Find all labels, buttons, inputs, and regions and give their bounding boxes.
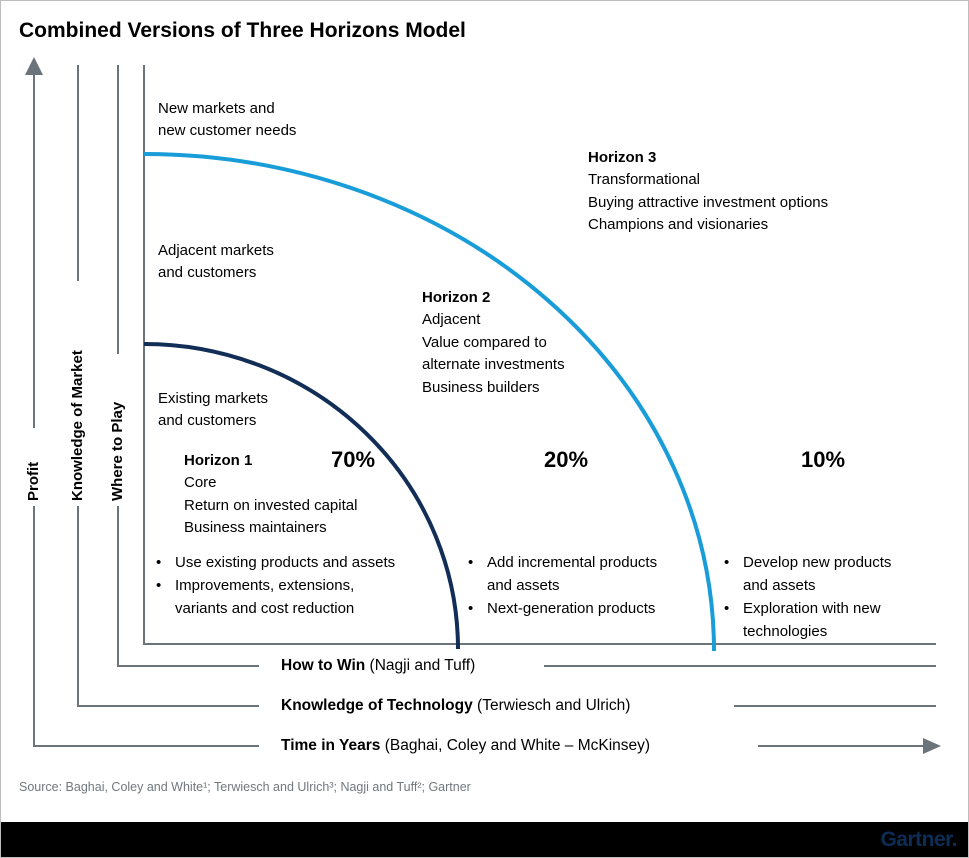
horizon3-title: Horizon 3	[588, 149, 657, 166]
page-title: Combined Versions of Three Horizons Mode…	[19, 19, 466, 42]
x-axis-bold-text: Knowledge of Technology	[281, 697, 473, 714]
source-note: Source: Baghai, Coley and White¹; Terwie…	[19, 780, 471, 794]
knowledge-market-axis-lower-line	[77, 506, 259, 707]
x-axis-label-knowledge-of-technology: Knowledge of Technology (Terwiesch and U…	[281, 697, 630, 715]
horizon1-description: Core Return on invested capital Business…	[184, 474, 358, 536]
bullet-icon: •	[156, 554, 162, 571]
horizon1-percent: 70%	[331, 447, 376, 472]
label-adjacent-markets: Adjacent markets and customers	[158, 242, 274, 281]
y-axis-label-knowledge-of-market: Knowledge of Market	[69, 350, 86, 501]
x-axis-bold-text: Time in Years	[281, 737, 381, 754]
horizon2-description: Adjacent Value compared to alternate inv…	[422, 311, 565, 396]
label-new-markets: New markets and new customer needs	[158, 100, 297, 139]
bullet-icon: •	[468, 554, 474, 571]
y-axis-label-profit: Profit	[25, 461, 42, 501]
gartner-logo: Gartner.	[880, 828, 957, 851]
x-axis-bold-text: How to Win	[281, 657, 366, 674]
bullet-icon: •	[724, 600, 730, 617]
y-axis-label-where-to-play: Where to Play	[109, 401, 126, 501]
horizon3-percent: 10%	[801, 447, 846, 472]
profit-axis-lower-line	[33, 506, 259, 747]
horizon2-bullet-list: • Add incremental products and assets • …	[468, 551, 698, 620]
list-item: • Next-generation products	[468, 597, 698, 620]
x-axis-label-time-in-years: Time in Years (Baghai, Coley and White –…	[281, 737, 650, 755]
list-item: • Add incremental products and assets	[468, 551, 698, 597]
list-item: • Exploration with new technologies	[724, 597, 944, 643]
x-axis-rest-text: (Baghai, Coley and White – McKinsey)	[380, 737, 651, 754]
bullet-icon: •	[468, 600, 474, 617]
x-axis-rest-text: (Nagji and Tuff)	[365, 657, 476, 674]
list-item: • Develop new products and assets	[724, 551, 944, 597]
horizon1-block: Horizon 1 Core Return on invested capita…	[184, 450, 357, 540]
horizon2-block: Horizon 2 Adjacent Value compared to alt…	[422, 287, 565, 399]
horizon3-bullet-list: • Develop new products and assets • Expl…	[724, 551, 944, 643]
horizon1-curve	[143, 342, 460, 650]
bullet-icon: •	[156, 577, 162, 594]
up-arrow-icon	[25, 57, 43, 75]
horizon1-bullet-list: • Use existing products and assets • Imp…	[156, 551, 456, 620]
horizon3-curve	[143, 152, 716, 652]
list-item: • Improvements, extensions, variants and…	[156, 574, 456, 620]
horizon2-title: Horizon 2	[422, 289, 491, 306]
where-to-play-axis-lower-line	[117, 506, 259, 667]
horizon1-title: Horizon 1	[184, 452, 253, 469]
right-arrow-icon	[923, 738, 941, 754]
x-axis-rest-text: (Terwiesch and Ulrich)	[472, 697, 631, 714]
footer-bar: Gartner.	[1, 822, 968, 857]
bullet-icon: •	[724, 554, 730, 571]
plot-axes-line	[143, 65, 936, 645]
horizon3-description: Transformational Buying attractive inves…	[588, 171, 829, 233]
list-item: • Use existing products and assets	[156, 551, 456, 574]
x-axis-label-how-to-win: How to Win (Nagji and Tuff)	[281, 657, 475, 675]
horizon2-percent: 20%	[544, 447, 589, 472]
horizon3-block: Horizon 3 Transformational Buying attrac…	[588, 147, 828, 237]
label-existing-markets: Existing markets and customers	[158, 390, 269, 429]
